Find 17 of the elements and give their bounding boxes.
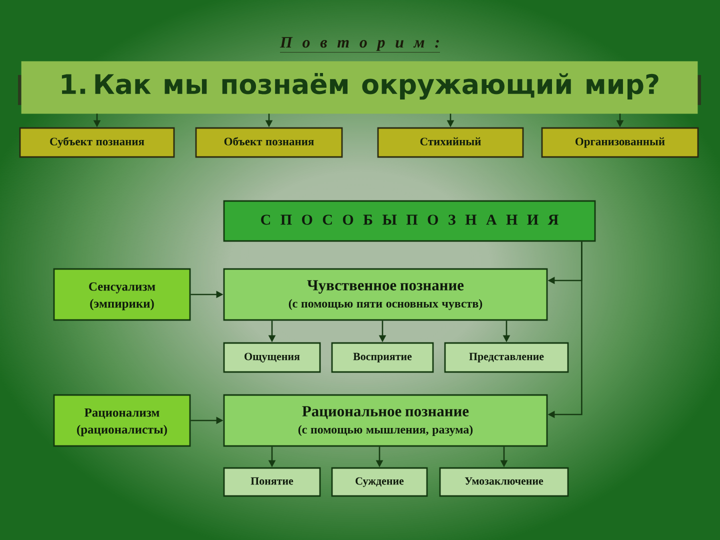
item-box: Умозаключение [439, 467, 569, 497]
question-banner: 1. Как мы познаём окружающий мир? [18, 61, 701, 114]
slide-title: П о в т о р и м : [280, 37, 440, 53]
item-box: Представление [444, 342, 569, 373]
item-box: Восприятие [331, 342, 434, 373]
category-box: Субъект познания [19, 127, 175, 158]
item-box: Ощущения [223, 342, 321, 373]
category-box: Организованный [541, 127, 699, 158]
side-box: Сенсуализм (эмпирики) [53, 268, 191, 321]
category-box: Стихийный [377, 127, 524, 158]
heading-box: С П О С О Б Ы П О З Н А Н И Я [223, 200, 596, 242]
side-box: Рационализм (рационалисты) [53, 394, 191, 447]
category-box: Объект познания [195, 127, 343, 158]
method-box: Рациональное познание (с помощью мышления, разума) [223, 394, 548, 447]
method-box: Чувственное познание (с помощью пяти основных чувств) [223, 268, 548, 321]
item-box: Суждение [331, 467, 428, 497]
item-box: Понятие [223, 467, 321, 497]
